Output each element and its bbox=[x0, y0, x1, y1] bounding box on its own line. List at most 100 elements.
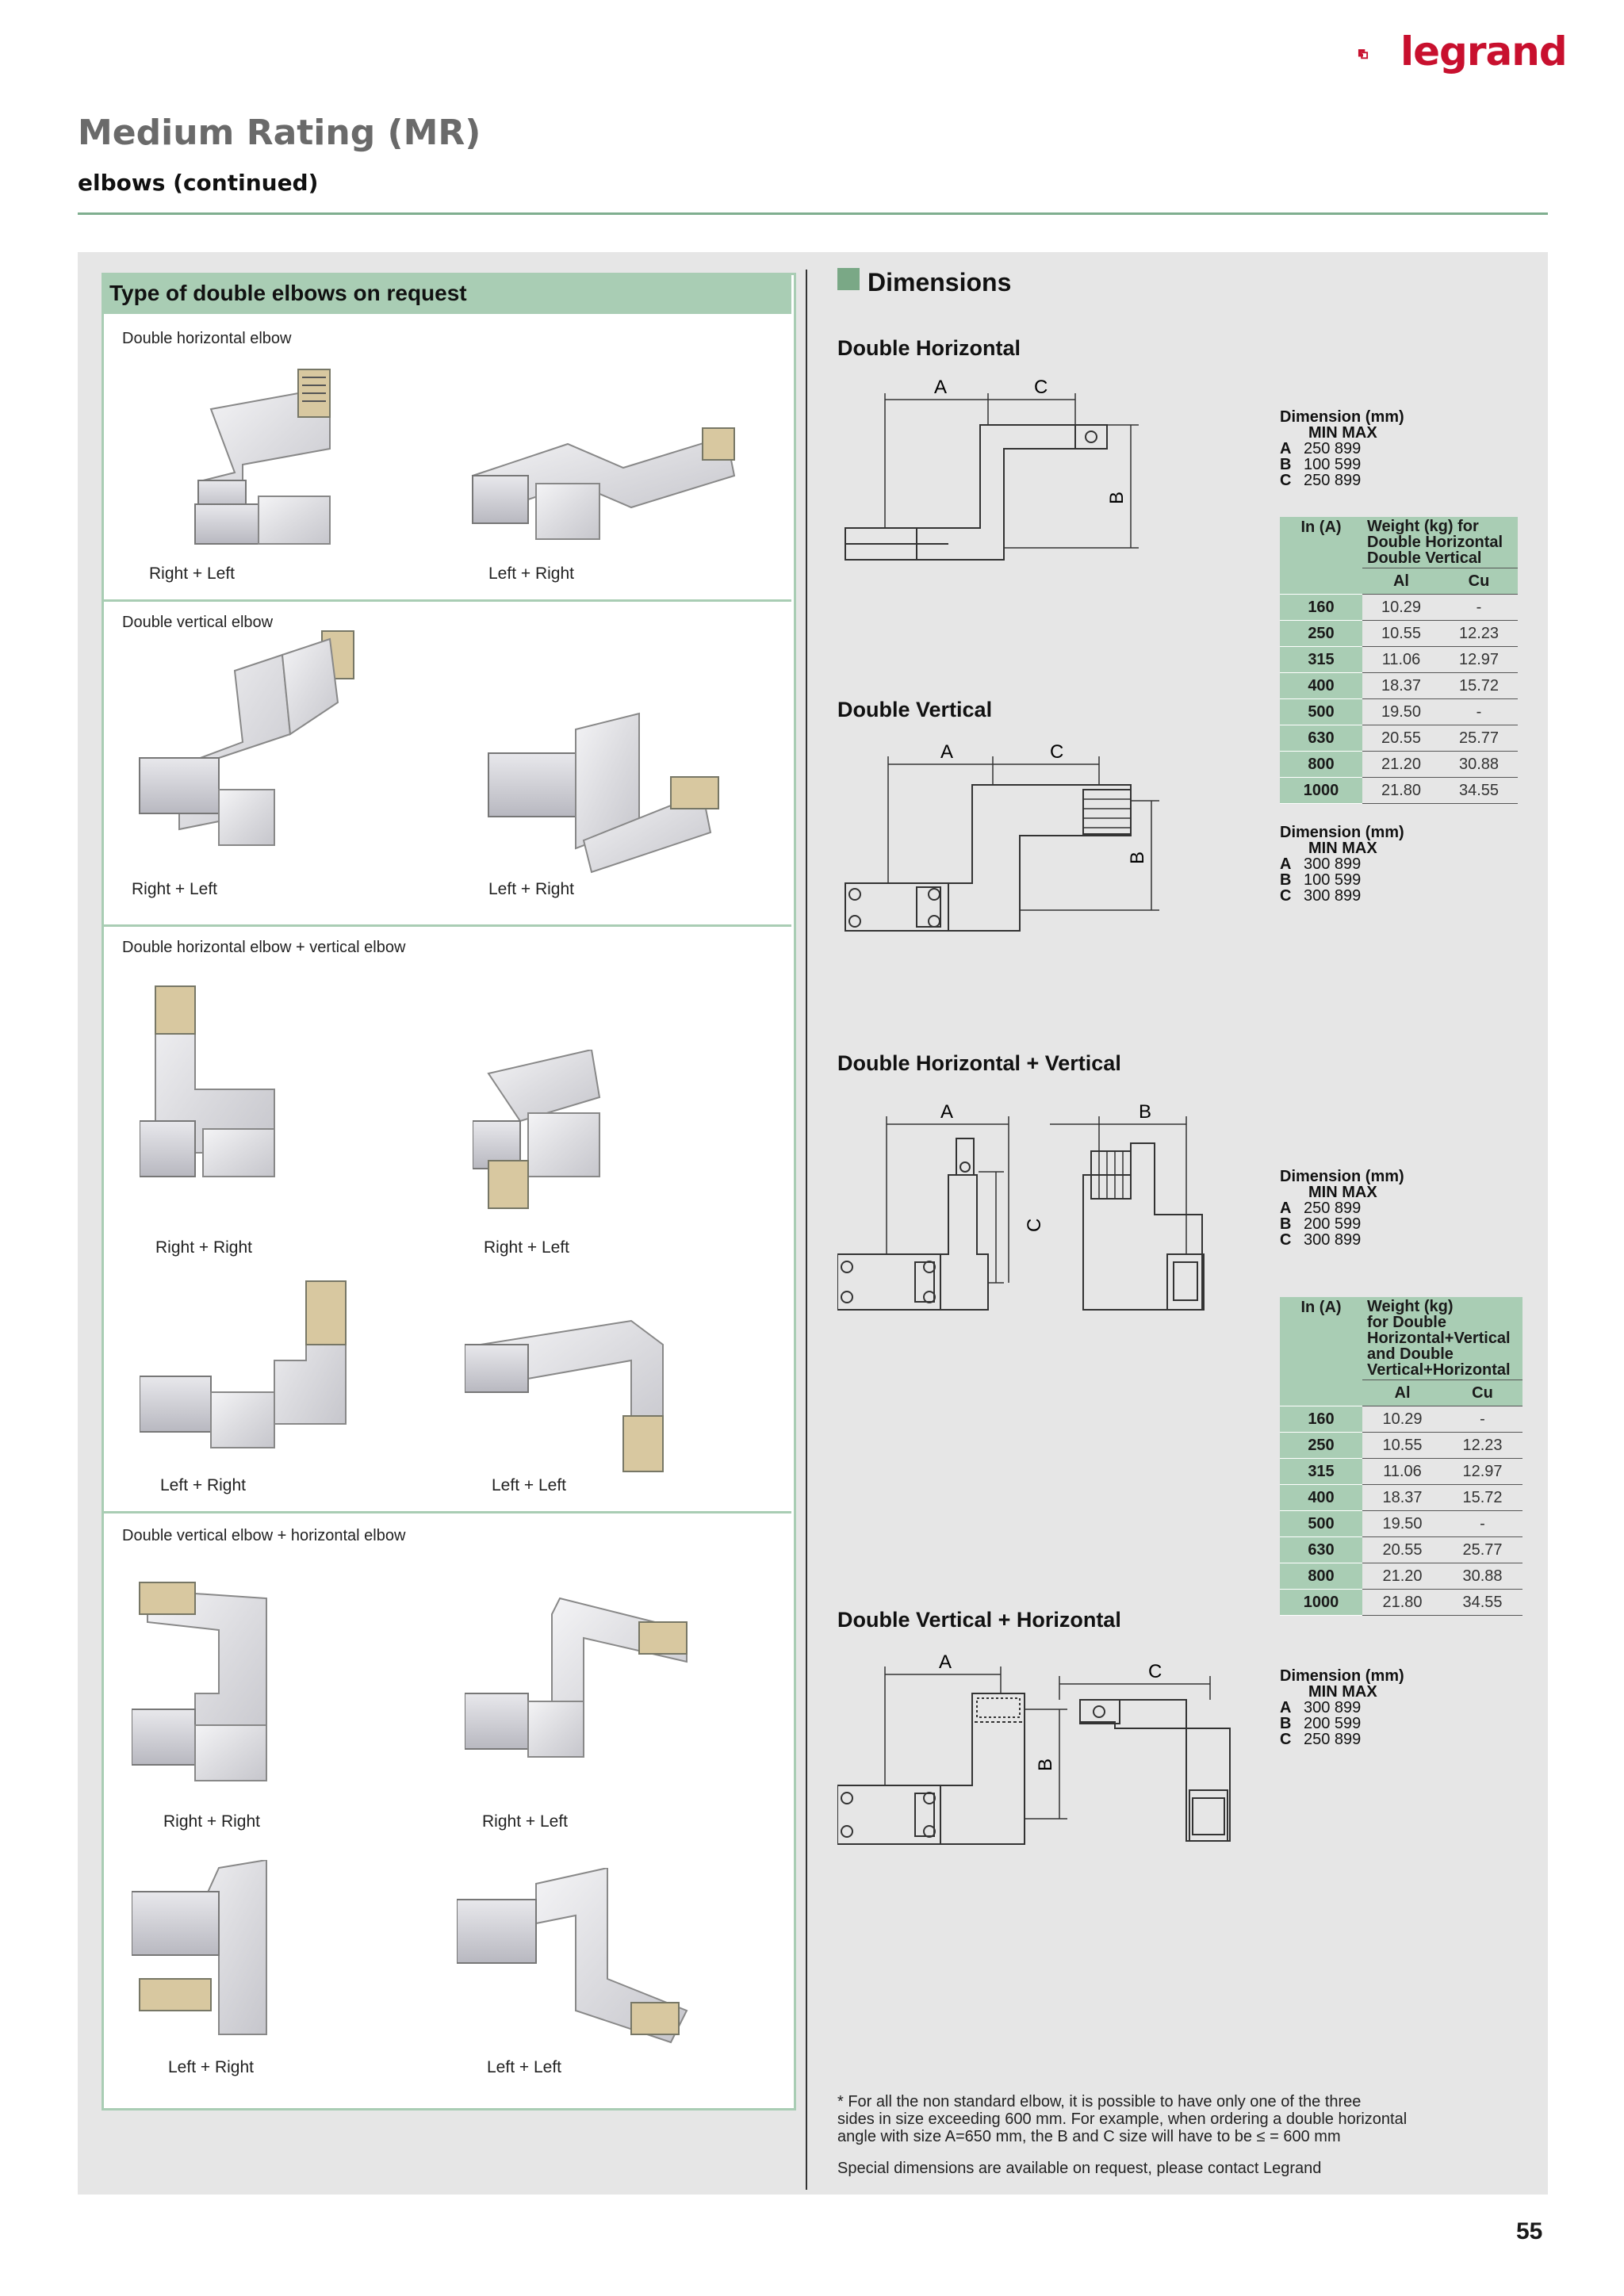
section-title: Double vertical elbow + horizontal elbow bbox=[122, 1527, 406, 1544]
dim-range: 100 599 bbox=[1304, 456, 1362, 473]
dim-range: 250 899 bbox=[1304, 472, 1362, 489]
caption: Right + Right bbox=[163, 1812, 260, 1831]
page-number: 55 bbox=[1516, 2218, 1543, 2244]
double-horizontal-drawing: A C B bbox=[845, 377, 1139, 561]
section-title: Double horizontal elbow + vertical elbow bbox=[122, 939, 406, 956]
legrand-logo-icon bbox=[1358, 49, 1369, 59]
elbow-illustration bbox=[139, 630, 354, 846]
caption: Right + Left bbox=[484, 1238, 569, 1257]
dim-label: A bbox=[939, 1651, 952, 1673]
dim-letter: B bbox=[1280, 456, 1292, 473]
dim-label: C bbox=[1148, 1661, 1162, 1682]
caption: Left + Right bbox=[488, 880, 574, 898]
elbow-types-heading: Type of double elbows on request bbox=[109, 281, 467, 305]
caption: Right + Left bbox=[149, 564, 235, 583]
elbow-illustration bbox=[457, 1868, 688, 2044]
section-double-vertical bbox=[102, 599, 791, 927]
caption: Left + Right bbox=[488, 564, 574, 583]
caption: Left + Right bbox=[160, 1476, 246, 1494]
in-header: In (A) bbox=[1280, 517, 1362, 595]
dimensions-marker-icon bbox=[837, 268, 860, 290]
elbow-illustration bbox=[194, 369, 331, 545]
footnote: * For all the non standard elbow, it is … bbox=[837, 2093, 1408, 2145]
dim-label: B bbox=[1106, 492, 1128, 504]
elbow-illustration bbox=[132, 1860, 267, 2035]
elbow-illustration bbox=[488, 712, 719, 874]
caption: Right + Left bbox=[132, 880, 217, 898]
caption: Right + Left bbox=[482, 1812, 568, 1831]
dim-label: A bbox=[934, 377, 947, 398]
header-rule bbox=[78, 212, 1548, 215]
elbow-types-header: Type of double elbows on request bbox=[102, 273, 791, 314]
double-horizontal-vertical-drawing: A B C bbox=[837, 1101, 1205, 1311]
block-title: Double Horizontal bbox=[837, 336, 1021, 360]
elbow-illustration bbox=[465, 1319, 664, 1472]
column-divider bbox=[806, 270, 807, 2190]
block-title: Double Horizontal + Vertical bbox=[837, 1051, 1121, 1075]
dim-label: A bbox=[940, 1101, 953, 1123]
block-title: Double Vertical bbox=[837, 698, 993, 721]
brand-name: legrand bbox=[1400, 29, 1568, 75]
dim-label: C bbox=[1034, 377, 1048, 398]
cu-header: Cu bbox=[1439, 568, 1518, 595]
elbow-illustration bbox=[465, 1597, 688, 1758]
double-vertical-horizontal-drawing: A C B bbox=[837, 1651, 1231, 1845]
elbow-illustration bbox=[132, 1582, 267, 1781]
section-title: Double horizontal elbow bbox=[122, 330, 292, 347]
section-vertical-plus-horizontal bbox=[102, 1511, 791, 2108]
elbow-types-box bbox=[102, 273, 796, 2110]
in-header: In (A) bbox=[1280, 1297, 1362, 1406]
caption: Right + Right bbox=[155, 1238, 252, 1257]
dim-label: B bbox=[1127, 851, 1148, 864]
dim-label: A bbox=[940, 741, 953, 763]
dimensions-heading: Dimensions bbox=[868, 268, 1012, 297]
special-dimensions-note: Special dimensions are available on requ… bbox=[837, 2160, 1322, 2177]
elbow-illustration bbox=[140, 1280, 347, 1448]
double-vertical-drawing: A C B bbox=[845, 741, 1159, 932]
page-title: Medium Rating (MR) bbox=[78, 113, 481, 153]
al-header: Al bbox=[1362, 568, 1440, 595]
dim-letter: A bbox=[1280, 440, 1292, 457]
caption: Left + Left bbox=[487, 2058, 561, 2076]
dim-label: C bbox=[1024, 1219, 1045, 1232]
elbow-illustration bbox=[471, 427, 736, 540]
page-subtitle: elbows (continued) bbox=[78, 170, 319, 196]
block-title: Double Vertical + Horizontal bbox=[837, 1608, 1121, 1632]
caption: Left + Right bbox=[168, 2058, 254, 2076]
section-title: Double vertical elbow bbox=[122, 614, 274, 631]
caption: Left + Left bbox=[492, 1476, 566, 1494]
dim-label: B bbox=[1139, 1101, 1151, 1123]
dim-label: B bbox=[1035, 1758, 1056, 1771]
dim-range: 250 899 bbox=[1304, 440, 1362, 457]
elbow-illustration bbox=[473, 1050, 601, 1209]
dimension-range-box: Dimension (mm) MIN MAX A 250 899 B 100 599… bbox=[1280, 409, 1404, 488]
elbow-illustration bbox=[140, 985, 275, 1177]
dim-letter: C bbox=[1280, 472, 1292, 489]
dim-label: C bbox=[1050, 741, 1063, 763]
dim-minmax: MIN MAX bbox=[1308, 424, 1377, 442]
dim-header: Dimension (mm) bbox=[1280, 408, 1404, 426]
